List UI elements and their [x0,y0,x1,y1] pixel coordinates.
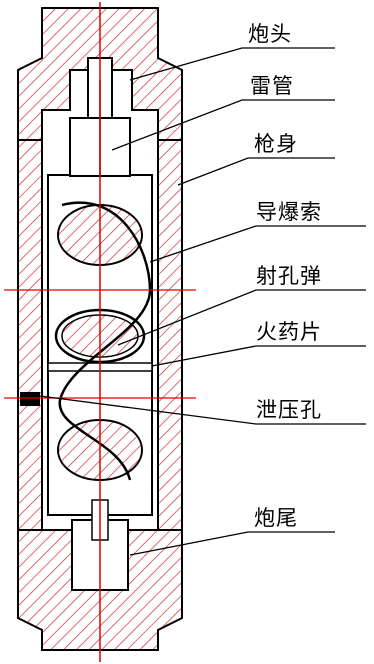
leader-propellant-piece [151,345,366,367]
leader-gun-tail [129,531,335,556]
label-perforating-charge: 射孔弹 [256,264,322,288]
leader-detonating-cord [149,225,366,263]
leader-perforating-charge [117,289,366,346]
gun-body-right-wall [157,139,183,531]
pressure-relief-hole [20,392,40,406]
label-gun-body: 枪身 [254,132,298,156]
leader-pressure-relief-hole [39,395,366,425]
label-detonating-cord: 导爆索 [256,200,322,224]
label-pressure-relief-hole: 泄压孔 [256,398,322,422]
leader-gun-head [129,47,335,81]
label-gun-tail: 炮尾 [254,506,298,530]
gun-body-left-wall [17,139,43,531]
label-gun-head: 炮头 [248,22,292,46]
detonating-cord-line [58,201,152,481]
label-detonator: 雷管 [250,74,294,98]
label-propellant-piece: 火药片 [256,320,322,344]
leader-gun-body [177,157,335,186]
leader-detonator [111,99,335,151]
gun-head-shape [17,7,183,141]
